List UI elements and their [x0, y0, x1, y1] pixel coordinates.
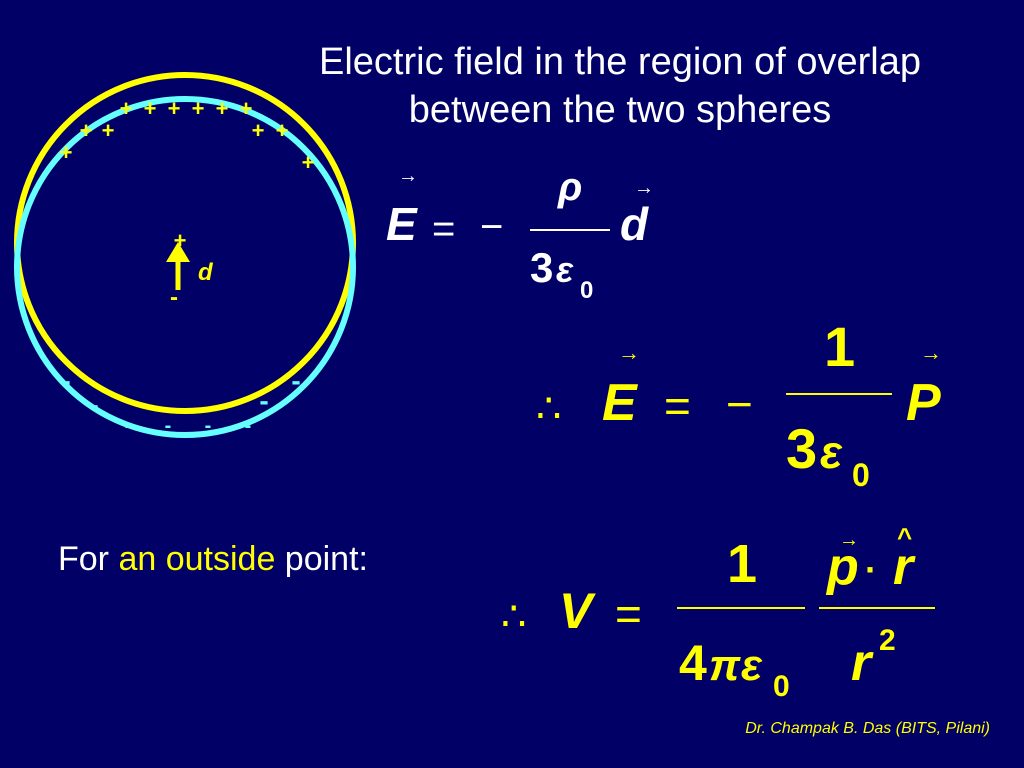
- outside-highlight: an outside: [118, 540, 276, 578]
- eq1-epsilon: ε: [556, 249, 574, 290]
- eq3-pi: π: [709, 641, 741, 690]
- eq1-equals: =: [432, 207, 455, 251]
- plus-charge: +: [120, 96, 133, 121]
- footer-credit: Dr. Champak B. Das (BITS, Pilani): [745, 720, 990, 737]
- plus-charge: +: [302, 150, 315, 175]
- minus-charge: -: [165, 415, 172, 437]
- negative-sphere: [14, 96, 356, 438]
- eq1-numerator: ρ: [557, 165, 582, 209]
- overlap-spheres-diagram: + + + + + + + + + + + + + - - - - - - - …: [14, 72, 356, 438]
- eq3-subscript: 0: [773, 670, 790, 703]
- minus-charge: -: [259, 385, 268, 416]
- equation-potential-dipole: ∴ V = 1 4 π ε 0 → p · ^ r r 2: [501, 522, 935, 703]
- eq3-lhs: V: [559, 583, 596, 639]
- eq3-therefore: ∴: [501, 595, 526, 639]
- plus-charge: +: [60, 140, 73, 165]
- plus-charge: +: [192, 96, 205, 121]
- eq2-epsilon: ε: [820, 426, 843, 478]
- outside-suffix: point:: [275, 540, 368, 578]
- eq3-dot: ·: [865, 549, 877, 590]
- svg-text:→: →: [839, 529, 859, 551]
- slide-title: Electric field in the region of overlap …: [240, 38, 1000, 134]
- minus-charge: -: [61, 365, 70, 396]
- plus-charge: +: [102, 118, 115, 143]
- eq3-equals: =: [615, 588, 642, 640]
- eq2-lhs: E: [602, 374, 638, 432]
- displacement-arrow: [166, 242, 190, 290]
- plus-charge: +: [252, 118, 265, 143]
- eq1-minus: −: [480, 205, 503, 249]
- eq2-therefore: ∴: [536, 387, 561, 431]
- svg-text:→: →: [398, 165, 418, 187]
- minus-charge: -: [89, 389, 98, 420]
- eq1-lhs: E: [386, 198, 418, 250]
- eq2-equals: =: [664, 380, 691, 432]
- minus-charge: -: [125, 415, 132, 437]
- eq3-exponent: 2: [879, 624, 896, 657]
- svg-text:→: →: [634, 177, 654, 199]
- plus-charge: +: [168, 96, 181, 121]
- eq1-subscript: 0: [580, 277, 593, 304]
- plus-charge: +: [80, 118, 93, 143]
- eq3-epsilon: ε: [741, 641, 763, 690]
- outside-prefix: For: [58, 540, 119, 578]
- minus-charge: -: [205, 415, 212, 437]
- plus-charge: +: [276, 118, 289, 143]
- eq2-denominator-coef: 3: [786, 417, 817, 480]
- eq3-denominator-coef: 4: [679, 635, 707, 691]
- title-line-2: between the two spheres: [408, 89, 832, 131]
- eq2-subscript: 0: [852, 457, 870, 493]
- eq3-p-vector: p: [825, 538, 859, 596]
- eq3-numerator1: 1: [727, 534, 757, 594]
- plus-charge: +: [240, 96, 253, 121]
- equation-field-polarization: ∴ → E = − 1 3 ε 0 → P: [536, 315, 942, 493]
- svg-text:→: →: [920, 340, 942, 365]
- svg-text:^: ^: [897, 522, 912, 552]
- center-minus: -: [170, 284, 178, 311]
- title-line-1: Electric field in the region of overlap: [319, 41, 921, 83]
- eq1-vector: d: [620, 198, 649, 250]
- equation-field-rho: → E = − ρ 3 ε 0 → d: [386, 165, 654, 304]
- eq2-numerator: 1: [824, 315, 855, 378]
- minus-charge: -: [245, 415, 252, 437]
- eq2-vector: P: [906, 374, 941, 432]
- plus-charge: +: [144, 96, 157, 121]
- plus-charge: +: [216, 96, 229, 121]
- eq3-r-hat: r: [893, 538, 916, 596]
- eq3-r: r: [851, 634, 874, 692]
- eq1-denominator-coef: 3: [530, 244, 553, 291]
- minus-charge: -: [291, 365, 300, 396]
- svg-text:→: →: [618, 340, 640, 365]
- displacement-label: d: [198, 259, 214, 286]
- eq2-minus: −: [726, 378, 753, 430]
- outside-point-label: For an outside point:: [58, 540, 368, 579]
